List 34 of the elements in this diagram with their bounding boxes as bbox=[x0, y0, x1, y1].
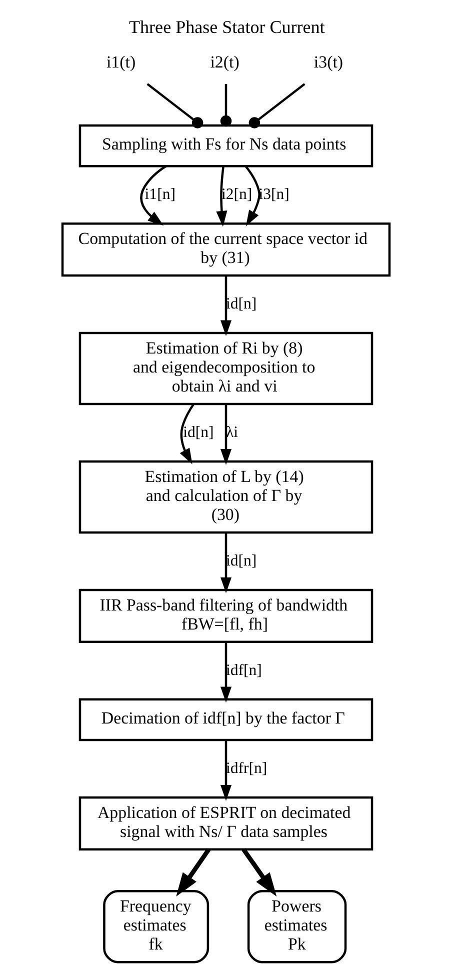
edge-label: id[n] bbox=[226, 295, 256, 312]
arrow bbox=[140, 165, 166, 226]
arrow bbox=[241, 848, 276, 896]
edge-label: id[n] bbox=[182, 424, 214, 441]
node-box: Frequency estimates fk bbox=[102, 890, 209, 964]
node-text: i3(t) bbox=[313, 52, 343, 72]
connector bbox=[248, 83, 305, 128]
node-text: i1(t) bbox=[106, 52, 136, 72]
edge-label: id[n] bbox=[226, 552, 256, 570]
arrow bbox=[216, 166, 227, 227]
node-box: Estimation of Ri by (8) and eigendecomposition to obtain λi and vi bbox=[78, 332, 373, 406]
arrow bbox=[220, 740, 232, 801]
connector bbox=[220, 84, 232, 127]
edge-label: idfr[n] bbox=[226, 760, 267, 777]
edge-label: λi bbox=[226, 424, 238, 441]
node-box: Powers estimates Pk bbox=[246, 890, 346, 964]
arrow bbox=[244, 166, 260, 226]
node-box: Estimation of L by (14) and calculation of Γ by (30) bbox=[78, 460, 373, 534]
arrow bbox=[176, 848, 210, 897]
diagram-title: Three Phase Stator Current bbox=[128, 16, 324, 37]
node-box: Application of ESPRIT on decimated signal with Ns/ Γ data samples bbox=[78, 796, 373, 850]
edge-label: idf[n] bbox=[226, 662, 262, 679]
arrow bbox=[220, 404, 232, 465]
arrow bbox=[220, 276, 232, 336]
node-text: i2(t) bbox=[210, 52, 239, 72]
node-box: IIR Pass-band filtering of bandwidth fBW=[fl, fh] bbox=[78, 588, 373, 644]
connector bbox=[146, 83, 203, 128]
node-box: Decimation of idf[n] by the factor Γ bbox=[78, 698, 373, 742]
arrow bbox=[220, 532, 232, 594]
node-box: Sampling with Fs for Ns data points bbox=[78, 124, 373, 168]
arrow bbox=[220, 642, 232, 703]
edge-label: i1[n] bbox=[144, 186, 175, 204]
arrow bbox=[179, 403, 194, 464]
node-box: Computation of the current space vector id by (31) bbox=[60, 222, 390, 277]
